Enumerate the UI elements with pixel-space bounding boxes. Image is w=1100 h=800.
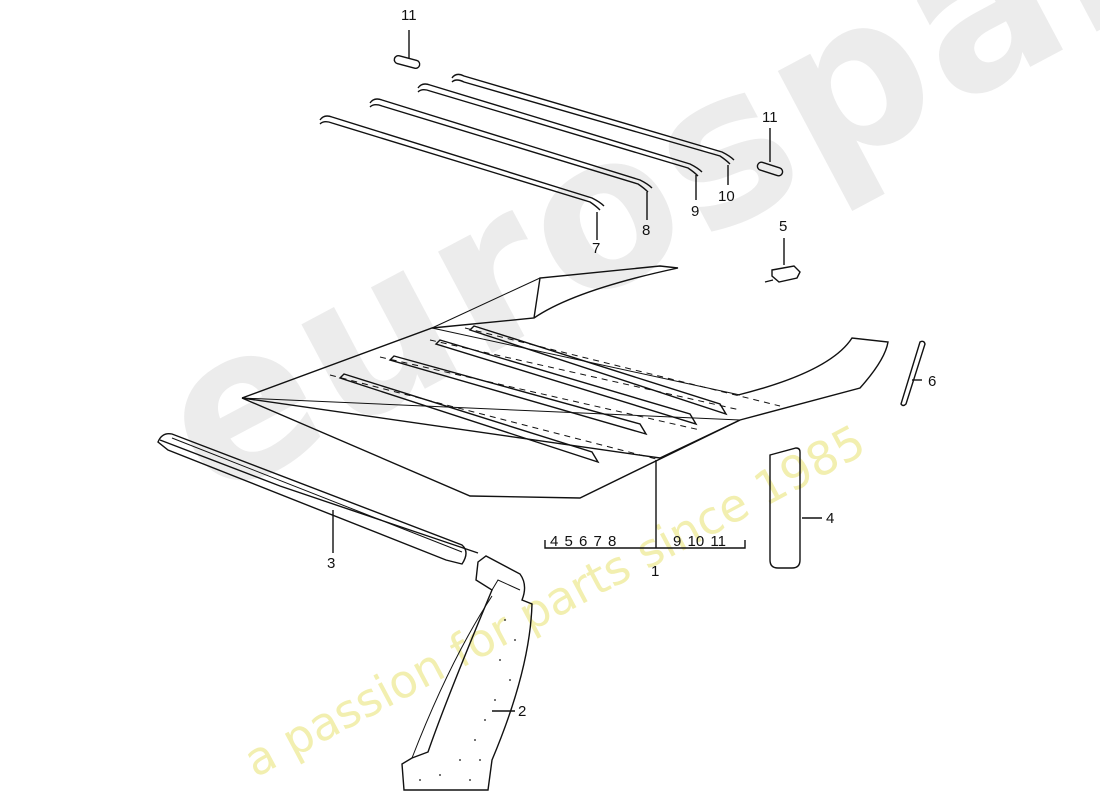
callout-3: 3	[327, 555, 336, 572]
pin-11-left[interactable]	[393, 30, 421, 70]
headliner-edge	[241, 397, 741, 499]
callout-2: 2	[518, 703, 527, 720]
pin-11-right[interactable]	[756, 128, 784, 177]
bow-7[interactable]	[319, 115, 605, 240]
trim-panel-4[interactable]	[769, 447, 822, 569]
assembly-left-items: 4 5 6 7 8	[550, 533, 617, 550]
callout-11-right: 11	[762, 109, 778, 126]
assembly-bracket	[544, 540, 746, 549]
headliner-panel-1[interactable]	[159, 265, 889, 560]
callout-7: 7	[592, 240, 601, 257]
callout-8: 8	[642, 222, 651, 239]
pillar-trim-2[interactable]	[401, 555, 533, 791]
bow-9[interactable]	[417, 83, 703, 200]
clip-5[interactable]	[764, 238, 801, 283]
callout-6: 6	[928, 373, 937, 390]
callout-5: 5	[779, 218, 788, 235]
callout-11-left: 11	[401, 7, 417, 24]
rod-6[interactable]	[900, 340, 926, 407]
bow-8[interactable]	[369, 98, 653, 220]
pillar-texture	[419, 619, 516, 781]
callout-4: 4	[826, 510, 835, 527]
callout-1: 1	[651, 563, 660, 580]
callout-9: 9	[691, 203, 700, 220]
assembly-right-items: 9 10 11	[673, 533, 726, 550]
bow-10[interactable]	[451, 73, 735, 185]
callout-10: 10	[718, 188, 735, 205]
seal-strip-3[interactable]	[157, 432, 467, 565]
